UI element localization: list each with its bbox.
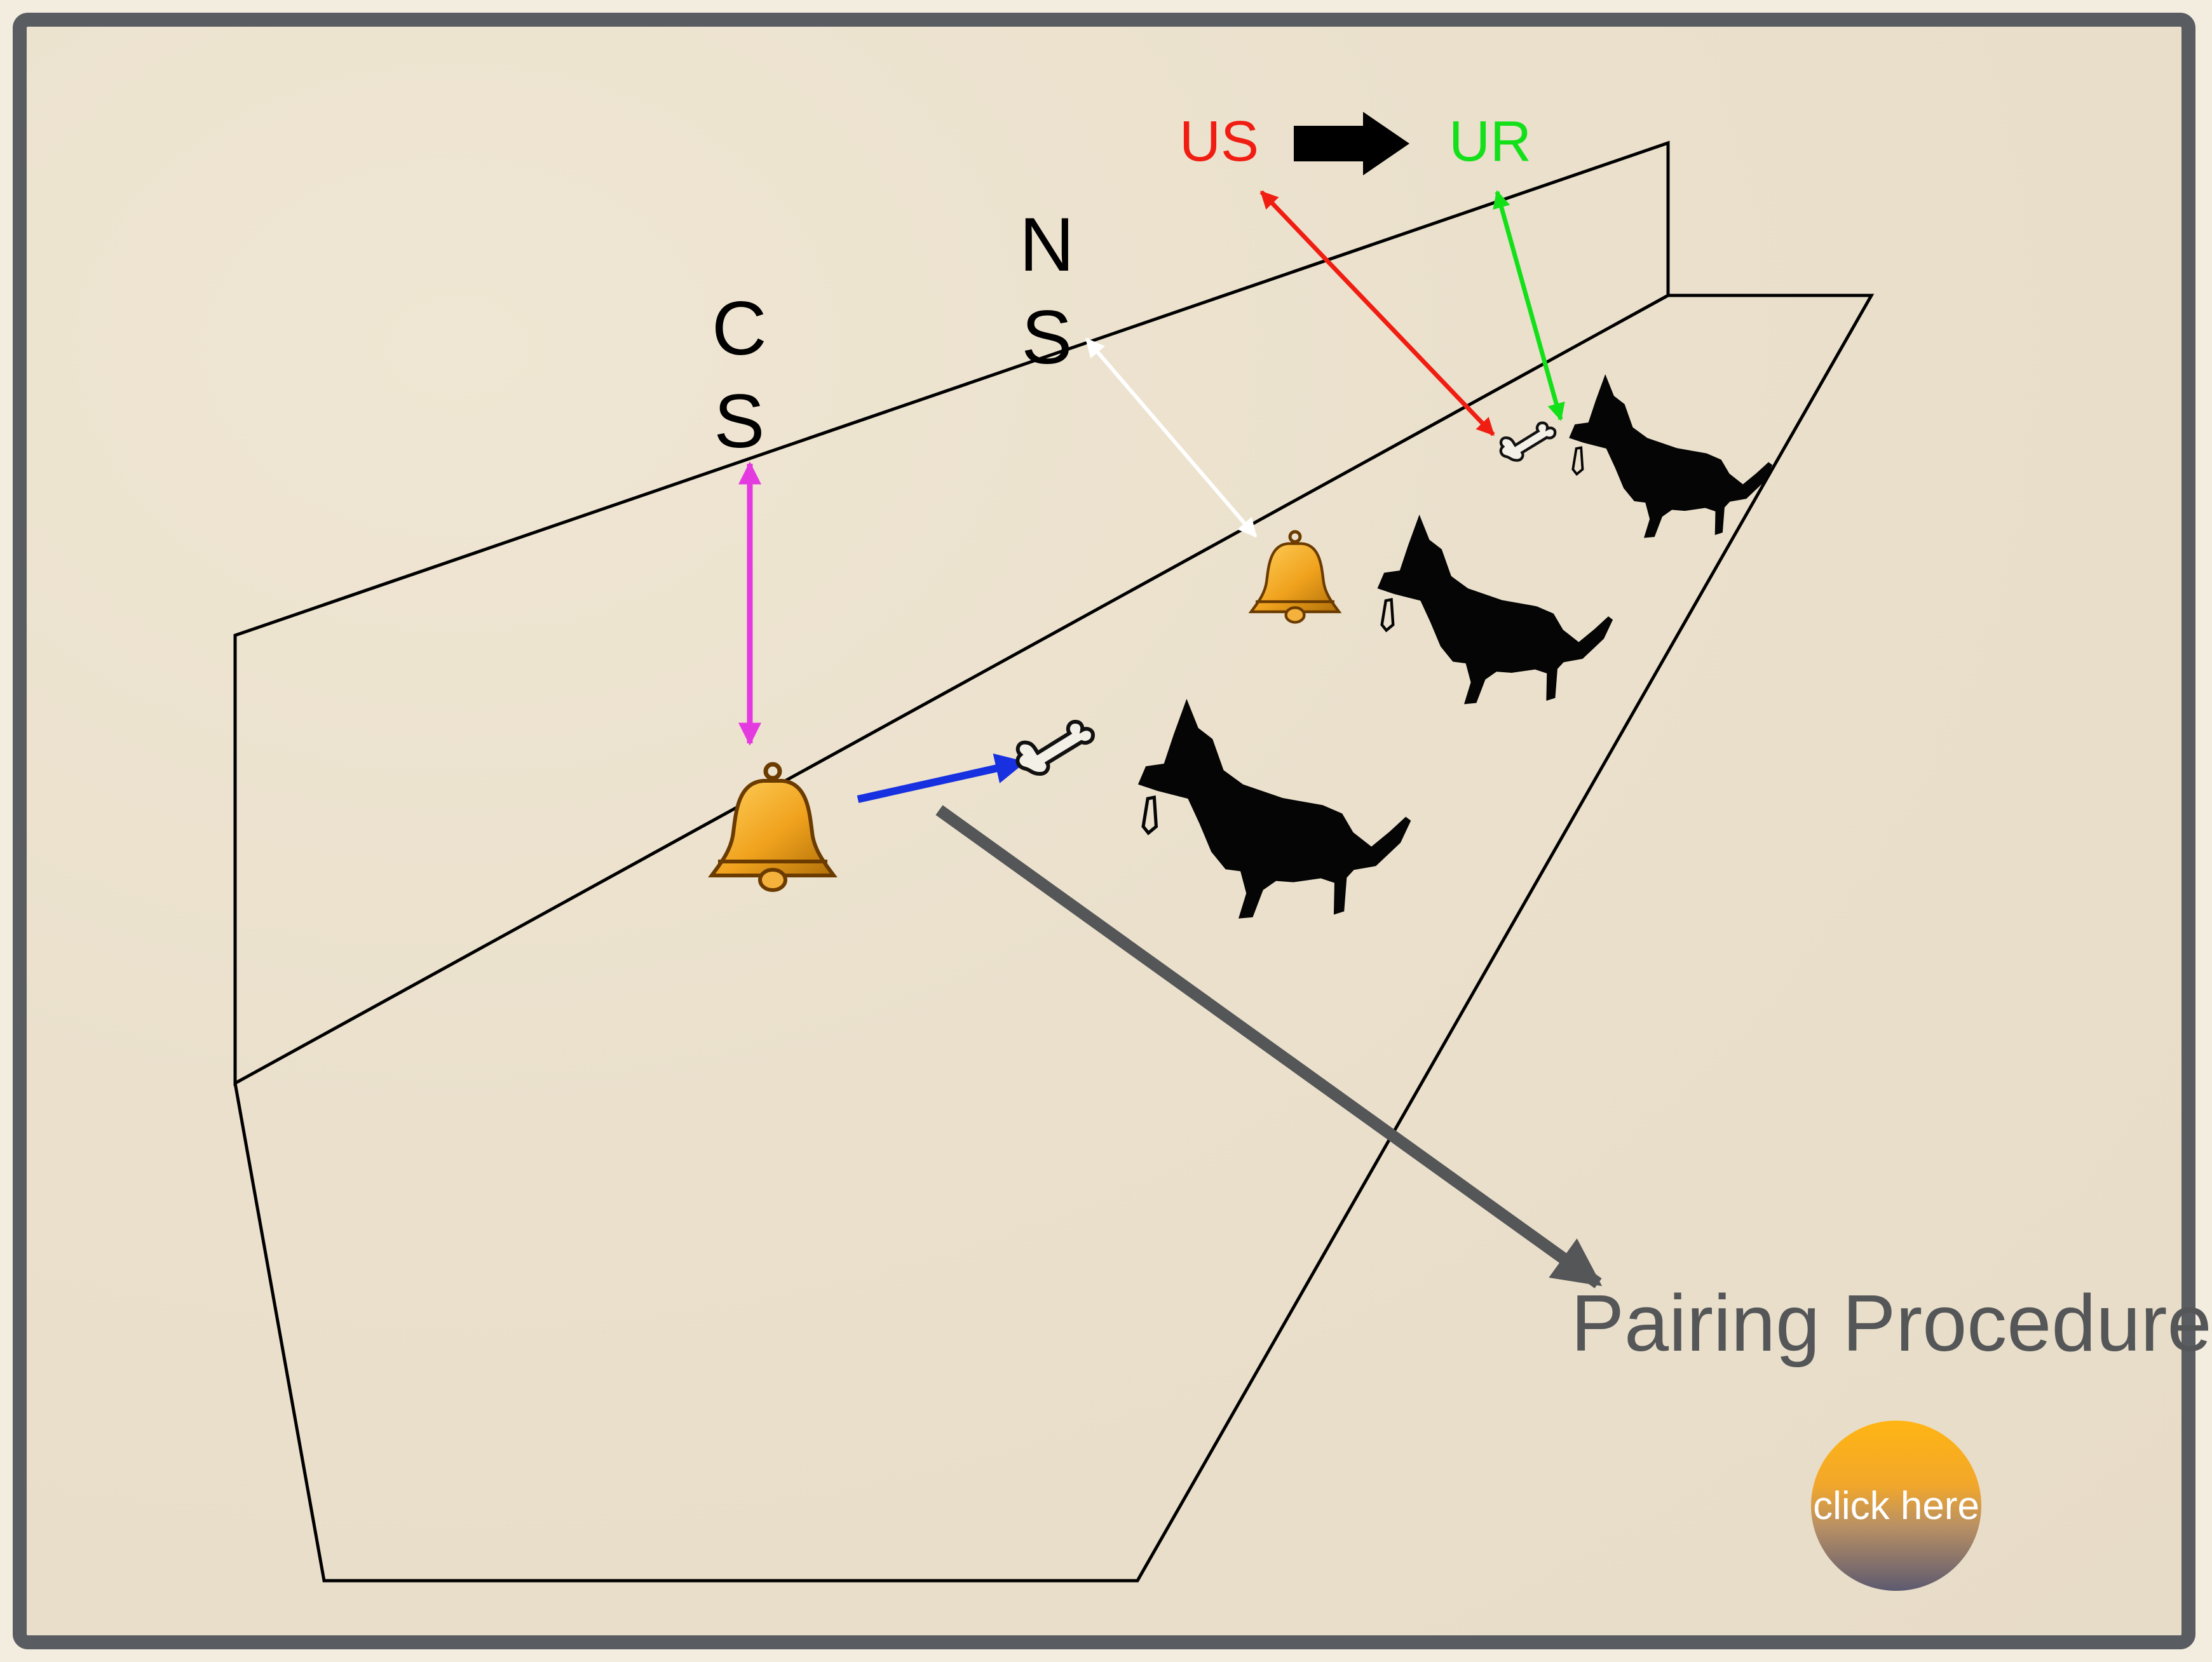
arrow-blue: [857, 753, 1026, 803]
bell-icon: [712, 764, 834, 890]
arrow-right-icon: [1294, 112, 1409, 175]
perspective-walls: [233, 140, 1875, 1583]
arrow-us: [1259, 190, 1495, 436]
content-frame: [13, 13, 2195, 1649]
arrow-ns: [1085, 337, 1258, 538]
dog-icon: [1568, 373, 1774, 539]
ns-letter-n: N: [1019, 202, 1075, 287]
cs-letter-s: S: [714, 379, 765, 464]
bone-icon: [1501, 423, 1555, 461]
dog-icon: [1378, 515, 1613, 704]
bell-icon: [1251, 532, 1339, 623]
click-here-button[interactable]: click here: [1811, 1421, 1981, 1591]
dog-icon: [1138, 699, 1411, 919]
cs-letter-c: C: [712, 286, 767, 371]
arrow-pairing: [935, 805, 1603, 1288]
arrow-ur: [1493, 190, 1565, 421]
ns-letter-s: S: [1021, 295, 1073, 381]
pairing-procedure-label: Pairing Procedure: [1571, 1278, 2212, 1368]
us-label: US: [1179, 110, 1259, 173]
cs-label: C S: [712, 282, 767, 468]
ns-label: N S: [1019, 198, 1075, 384]
ur-label: UR: [1449, 110, 1531, 173]
bone-icon: [1017, 722, 1093, 774]
